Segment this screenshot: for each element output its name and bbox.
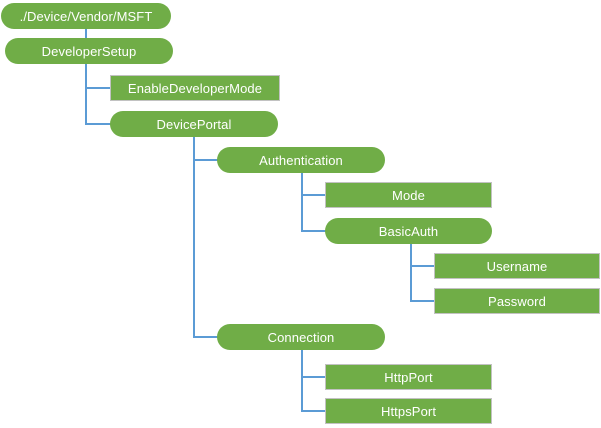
connector-developersetup-to-enabledev [85,87,111,89]
tree-node-label: Mode [392,187,425,203]
connector-connection-to-httpport [301,376,326,378]
tree-node-label: ./Device/Vendor/MSFT [19,8,153,24]
connector-basicauth-to-password [410,300,435,302]
connector-auth-trunk [301,173,303,232]
connector-root-to-developersetup [85,29,87,39]
tree-node-label: Username [486,258,548,274]
tree-node-username[interactable]: Username [434,253,600,279]
connector-basicauth-to-username [410,265,435,267]
tree-node-deviceportal[interactable]: DevicePortal [110,111,278,137]
tree-node-connection[interactable]: Connection [217,324,385,350]
tree-node-label: HttpPort [384,369,433,385]
connector-connection-trunk [301,350,303,412]
tree-node-label: EnableDeveloperMode [127,80,263,96]
connector-connection-to-httpsport [301,410,326,412]
tree-node-httpport[interactable]: HttpPort [325,364,492,390]
tree-node-root[interactable]: ./Device/Vendor/MSFT [1,3,171,29]
connector-deviceportal-to-connection [193,336,218,338]
tree-node-basicauth[interactable]: BasicAuth [325,218,492,244]
tree-node-label: Password [488,293,546,309]
connector-developersetup-trunk [85,64,87,125]
connector-auth-to-basicauth [301,230,326,232]
connector-deviceportal-to-auth [193,159,218,161]
tree-node-label: DeveloperSetup [41,43,137,59]
connector-developersetup-to-deviceportal [85,123,111,125]
tree-node-authentication[interactable]: Authentication [217,147,385,173]
tree-node-label: DevicePortal [156,116,232,132]
tree-node-mode[interactable]: Mode [325,182,492,208]
tree-node-httpsport[interactable]: HttpsPort [325,398,492,424]
tree-node-label: Connection [267,329,335,345]
connector-basicauth-trunk [410,244,412,302]
tree-node-label: BasicAuth [378,223,439,239]
tree-node-password[interactable]: Password [434,288,600,314]
tree-node-label: HttpsPort [380,403,437,419]
connector-auth-to-mode [301,194,326,196]
tree-node-enabledevmode[interactable]: EnableDeveloperMode [110,75,280,101]
tree-node-label: Authentication [259,152,343,168]
tree-node-devsetup[interactable]: DeveloperSetup [5,38,173,64]
connector-deviceportal-trunk [193,137,195,337]
